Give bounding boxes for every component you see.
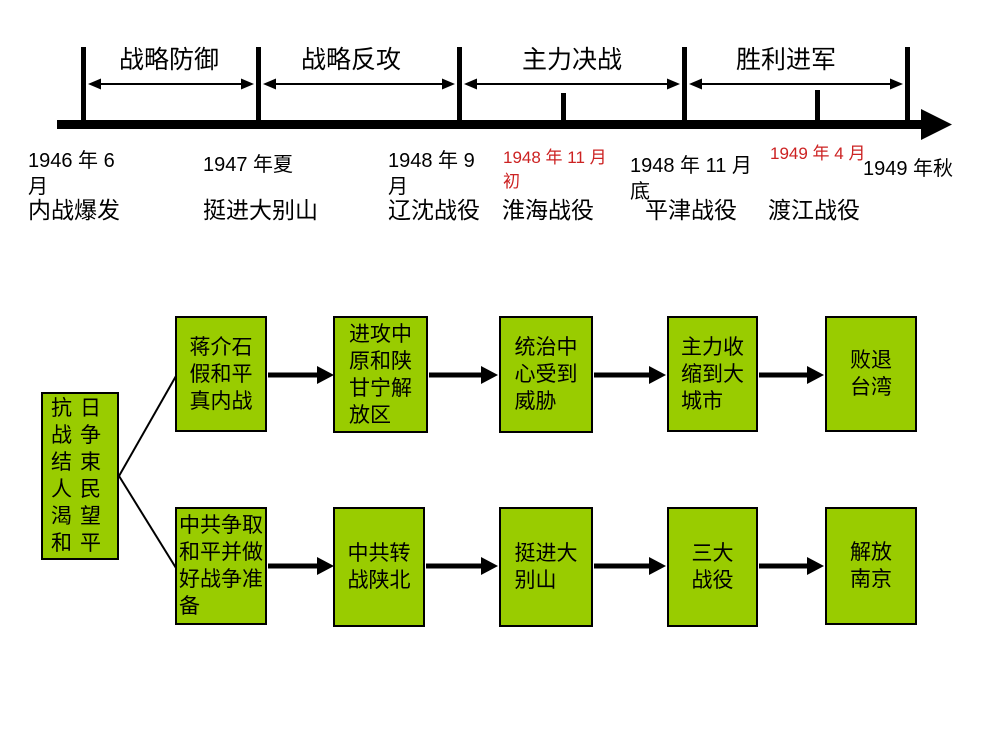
flow-box-bottom-2-text: 中共转 战陕北 [347,541,411,592]
flow-box-root: 抗日 战争 结束 人民 渴望 和平 [41,392,119,560]
flow-arrow-bottom-3 [594,557,666,575]
event-yangtze-crossing: 渡江战役 [768,198,860,223]
flow-box-top-1-text: 蒋介石 假和平 真内战 [189,334,253,413]
flow-box-root-text: 抗日 战争 结束 人民 渴望 和平 [51,396,109,555]
flow-box-bottom-4: 三大 战役 [667,507,758,627]
flow-arrow-top-4 [759,366,824,384]
flow-arrow-bottom-2 [426,557,498,575]
event-huaihai-campaign: 淮海战役 [502,198,594,223]
flow-box-bottom-1: 中共争取 和平并做 好战争准 备 [175,507,267,625]
date-1946-06: 1946 年 6 月 [28,150,115,198]
flow-arrow-bottom-4 [759,557,824,575]
event-pingjin-campaign: 平津战役 [645,198,737,223]
flow-box-bottom-5-text: 解放 南京 [850,540,892,591]
flow-box-bottom-1-text: 中共争取 和平并做 好战争准 备 [179,513,263,618]
flow-box-top-5: 败退 台湾 [825,316,917,432]
flow-box-top-4-text: 主力收 缩到大 城市 [681,334,744,413]
phase-label-counteroffensive: 战略反攻 [300,47,402,74]
flow-arrow-top-1 [268,366,334,384]
phase-label-strategic-defense: 战略防御 [118,47,220,74]
flow-box-bottom-5: 解放 南京 [825,507,917,625]
flow-box-bottom-3-text: 挺进大 别山 [514,541,578,592]
flow-box-top-2: 进攻中 原和陕 甘宁解 放区 [333,316,428,433]
phase-span-arrow-2 [263,78,455,90]
event-civil-war-outbreak: 内战爆发 [28,198,120,223]
timeline-axis-arrowhead-icon [921,109,952,140]
branch-line-lower [118,475,177,569]
flow-box-bottom-2: 中共转 战陕北 [333,507,425,627]
event-dabie-mountains: 挺进大别山 [203,198,318,223]
date-1947-summer: 1947 年夏 [203,154,294,176]
flow-box-top-3: 统治中 心受到 威胁 [499,316,593,433]
phase-span-arrow-3 [464,78,680,90]
flow-arrow-top-2 [429,366,498,384]
phase-label-victorious-advance: 胜利进军 [735,47,837,74]
branch-line-upper [118,375,177,477]
phase-span-arrow-4 [689,78,903,90]
flow-box-top-5-text: 败退 台湾 [850,348,892,399]
date-1948-09: 1948 年 9 月 [388,150,475,198]
event-liaoshen-campaign: 辽沈战役 [388,198,480,223]
date-1948-11-early: 1948 年 11 月 初 [503,148,607,191]
phase-span-arrow-1 [88,78,254,90]
phase-label-decisive-battles: 主力决战 [521,47,623,74]
flow-arrow-top-3 [594,366,666,384]
date-1948-11-late: 1948 年 11 月 底 [630,155,752,203]
flow-box-top-2-text: 进攻中 原和陕 甘宁解 放区 [349,321,412,427]
flow-box-bottom-3: 挺进大 别山 [499,507,593,627]
flow-arrow-bottom-1 [268,557,334,575]
flow-box-bottom-4-text: 三大 战役 [691,541,734,592]
date-1949-autumn: 1949 年秋 [863,158,954,180]
flow-box-top-4: 主力收 缩到大 城市 [667,316,758,432]
flow-box-top-1: 蒋介石 假和平 真内战 [175,316,267,432]
flow-box-top-3-text: 统治中 心受到 威胁 [514,335,578,413]
date-1949-04: 1949 年 4 月 [770,144,866,163]
